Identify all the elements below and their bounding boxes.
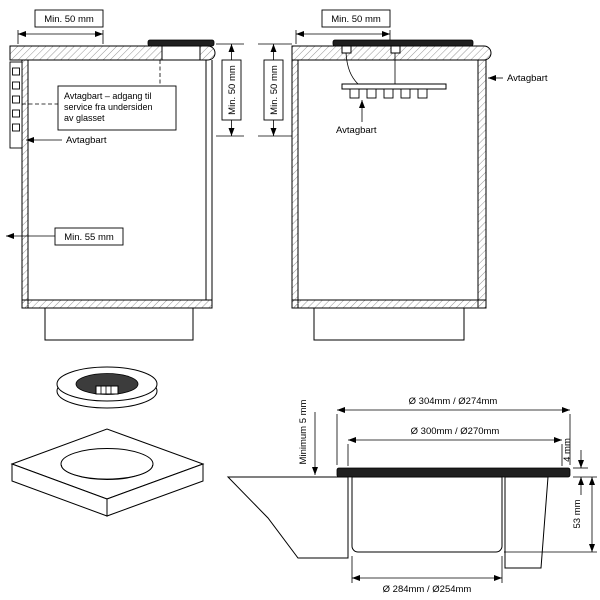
terminal-rail xyxy=(341,83,447,90)
cutout-depth-edge xyxy=(61,464,153,480)
terminal-block xyxy=(12,67,20,76)
worktop-right-section xyxy=(504,476,549,569)
cutout-hole xyxy=(60,448,154,480)
hob-glass-section xyxy=(336,467,571,478)
dim-body-depth-label: 53 mm xyxy=(572,499,583,528)
dim-left-label: Min. 50 mm xyxy=(269,65,280,115)
dim-min-clearance-label: Minimum 5 mm xyxy=(298,399,309,464)
terminal-block xyxy=(12,95,20,104)
cable xyxy=(345,52,359,85)
worktop-right-face xyxy=(106,463,204,517)
dim-top-label: Min. 50 mm xyxy=(331,14,381,25)
hob-glass-section xyxy=(332,39,474,47)
cabinet-left-wall xyxy=(21,59,29,309)
service-note-line: service fra undersiden xyxy=(64,102,153,112)
terminal-block xyxy=(12,109,20,118)
plinth xyxy=(44,307,194,341)
removable-side-label: Avtagbart xyxy=(507,73,548,84)
terminal-block xyxy=(383,88,394,99)
hob-grille xyxy=(95,385,119,395)
terminal-block xyxy=(12,81,20,90)
dim-label-box xyxy=(54,227,124,246)
service-note-box xyxy=(57,85,177,131)
hob-glass-section xyxy=(147,39,215,47)
hob-pot-section xyxy=(161,45,201,61)
service-note-line: Avtagbart – adgang til xyxy=(64,91,151,101)
cabinet-bottom-shelf xyxy=(291,299,487,309)
worktop-left-section xyxy=(226,476,349,559)
dim-body-outer-label: Ø 284mm / Ø254mm xyxy=(383,584,472,595)
mounting-cross-section: Ø 304mm / Ø274mm Ø 300mm / Ø270mm Minimu… xyxy=(226,396,597,595)
cabinet-bottom-shelf xyxy=(21,299,213,309)
hob-body-section xyxy=(351,476,503,553)
removable-label: Avtagbart xyxy=(66,135,107,146)
dim-bottom-left-label: Min. 55 mm xyxy=(64,232,114,243)
cabinet-section-rear-service: Min. 50 mm Avtagbart – adgang til servic… xyxy=(6,9,244,341)
service-note-line: av glasset xyxy=(64,113,105,123)
cabinet-section-terminal: Min. 50 mm Avtagbart Avtagbart M xyxy=(258,9,548,341)
cabinet-left-wall xyxy=(291,59,299,309)
terminal-block xyxy=(349,88,360,99)
cable-gland xyxy=(390,45,401,54)
terminal-block xyxy=(12,123,20,132)
dim-label-box xyxy=(321,9,391,28)
isometric-hob-cutout xyxy=(10,366,205,517)
terminal-block xyxy=(366,88,377,99)
dim-label-box xyxy=(263,59,284,121)
dim-label-box xyxy=(34,9,104,28)
dim-right-label: Min. 50 mm xyxy=(227,65,238,115)
dim-cutout-label: Ø 300mm / Ø270mm xyxy=(411,426,500,437)
dim-glass-outer-label: Ø 304mm / Ø274mm xyxy=(409,396,498,407)
plinth xyxy=(313,307,465,341)
dim-glass-thickness-label: 4 mm xyxy=(562,438,573,462)
terminal-block xyxy=(400,88,411,99)
cable-gland xyxy=(341,45,352,54)
terminal-block xyxy=(417,88,428,99)
dim-top-label: Min. 50 mm xyxy=(44,14,94,25)
removable-terminal-label: Avtagbart xyxy=(336,125,377,136)
dim-label-box xyxy=(221,59,242,121)
cabinet-right-wall xyxy=(477,59,487,309)
